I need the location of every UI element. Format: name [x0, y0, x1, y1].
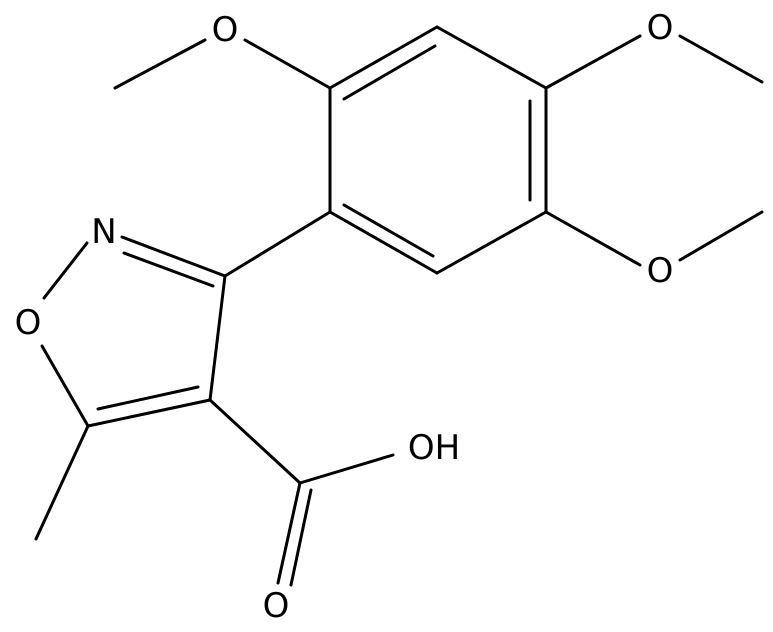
- bond-c-o-double-b: [289, 488, 313, 587]
- bond-ph5-ph6: [435, 210, 548, 275]
- nitrogen-label: N: [91, 212, 116, 252]
- bond-c4-c5: [86, 398, 212, 428]
- bond-ph3-ph4: [435, 25, 548, 90]
- bond-ome-ch3-4: [678, 34, 764, 84]
- bond-c4-cooh: [208, 398, 302, 485]
- methoxy-oxygen-label: O: [212, 10, 239, 50]
- bond-ph6-ph1-inner: [342, 203, 435, 258]
- bond-ome-ch3-5: [678, 210, 764, 262]
- bond-ph4-ome: [544, 34, 642, 90]
- bond-ph2-ph3-inner: [342, 44, 437, 101]
- methoxy-oxygen-label: O: [647, 8, 674, 48]
- bond-n2-c3: [120, 235, 227, 278]
- bond-c-oh: [298, 453, 395, 485]
- bond-n2-c3-double: [122, 251, 215, 288]
- bond-ph2-ph3: [328, 25, 439, 90]
- bond-ph5-ome: [544, 210, 642, 267]
- bond-ph2-ome: [243, 38, 332, 90]
- bond-c4-c5-double: [96, 385, 200, 411]
- atom-labels: N O O O O OH O: [15, 8, 674, 626]
- methoxy-oxygen-label: O: [647, 251, 674, 291]
- bond-ome-ch3-2: [113, 38, 207, 90]
- ring-oxygen-label: O: [15, 303, 42, 343]
- bond-c5-methyl: [34, 424, 90, 541]
- bond-ph6-ph1: [328, 210, 439, 275]
- bond-c3-phenyl: [223, 210, 332, 278]
- bond-c5-o1: [40, 344, 90, 428]
- hydroxyl-label: OH: [408, 428, 460, 468]
- bonds: [34, 25, 764, 587]
- bond-c3-c4: [208, 274, 227, 402]
- bond-o1-n2: [42, 241, 89, 300]
- bond-c-o-double-a: [276, 481, 302, 585]
- carbonyl-oxygen-label: O: [263, 586, 290, 626]
